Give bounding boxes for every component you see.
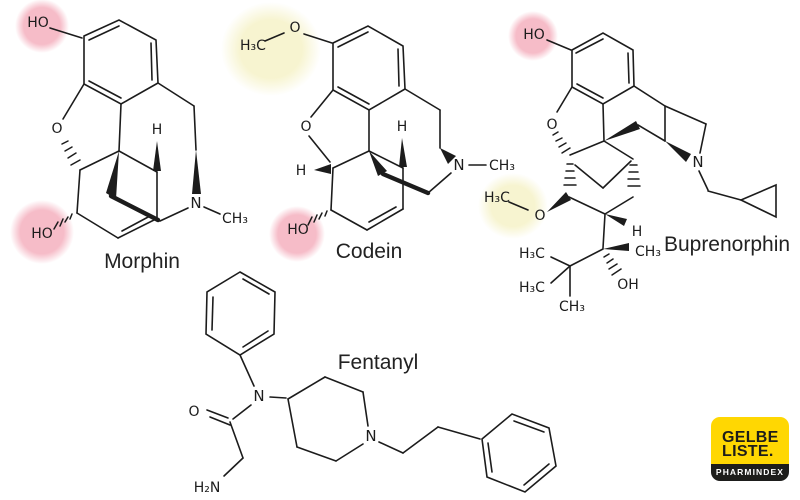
- codein-n-label: N: [453, 156, 464, 174]
- buprenorphin-methoxy-o-label: O: [534, 208, 545, 224]
- morphin-n-methyl-label: CH₃: [222, 211, 248, 227]
- morphin-structure: HO O HO H N CH₃ Morphin: [27, 15, 248, 273]
- fentanyl-structure: O N H₂N N Fentanyl: [188, 271, 557, 496]
- codein-methoxy-ch3-label: H₃C: [240, 38, 266, 54]
- fentanyl-h2n-label: H₂N: [194, 480, 221, 496]
- morphin-oh-top-highlight: [15, 0, 69, 53]
- buprenorphin-n-label: N: [692, 153, 703, 171]
- codein-h-stereo-label: H: [397, 119, 408, 135]
- fentanyl-n-piperidine-label: N: [365, 427, 376, 445]
- buprenorphin-methoxy-highlight: [478, 173, 548, 239]
- morphin-o-bridge-label: O: [51, 121, 62, 137]
- logo-tagline: PHARMINDEX: [711, 464, 789, 481]
- buprenorphin-oh-highlight: [508, 11, 558, 61]
- buprenorphin-name: Buprenorphin: [664, 233, 790, 256]
- buprenorphin-c20-methyl-label: CH₃: [635, 244, 661, 260]
- morphin-h-stereo-label: H: [152, 122, 163, 138]
- codein-methoxy-o-label: O: [289, 20, 300, 36]
- functional-group-highlights: [10, 0, 558, 264]
- codein-h-c5-label: H: [296, 163, 307, 179]
- buprenorphin-ho-label: HO: [523, 27, 545, 43]
- fentanyl-name: Fentanyl: [338, 351, 419, 374]
- morphin-ho-top-label: HO: [27, 15, 49, 31]
- buprenorphin-tbu-ch3-c-label: CH₃: [559, 299, 585, 315]
- buprenorphin-oh-label: OH: [617, 277, 639, 293]
- codein-name: Codein: [336, 240, 403, 263]
- codein-structure: H₃C O O H HO H N CH₃ Codein: [240, 20, 515, 263]
- buprenorphin-o-bridge-label: O: [546, 117, 557, 133]
- buprenorphin-tbu-ch3-b-label: H₃C: [519, 280, 545, 296]
- morphin-name: Morphin: [104, 250, 180, 273]
- logo-title-line2: LISTE.: [722, 443, 774, 460]
- buprenorphin-methoxy-ch3-label: H₃C: [484, 190, 510, 206]
- fentanyl-n-amide-label: N: [253, 387, 264, 405]
- buprenorphin-tbu-ch3-a-label: H₃C: [519, 246, 545, 262]
- morphin-n-label: N: [190, 194, 201, 212]
- morphin-oh-bottom-highlight: [10, 200, 74, 264]
- codein-methoxy-highlight: [221, 2, 321, 96]
- gelbe-liste-logo: GELBE LISTE. PHARMINDEX: [711, 417, 789, 481]
- buprenorphin-h-c7-label: H: [632, 224, 643, 240]
- codein-ho-label: HO: [287, 222, 309, 238]
- codein-o-bridge-label: O: [300, 119, 311, 135]
- fentanyl-o-carbonyl-label: O: [188, 404, 199, 420]
- buprenorphin-structure: HO O H₃C O H CH₃ OH H₃C H₃C CH₃ N Bupren…: [484, 27, 790, 315]
- logo-title-line1: GELBE: [722, 429, 779, 446]
- gelbe-liste-logo-badge: GELBE LISTE.: [711, 417, 789, 464]
- codein-n-methyl-label: CH₃: [489, 158, 515, 174]
- morphin-ho-bottom-label: HO: [31, 226, 53, 242]
